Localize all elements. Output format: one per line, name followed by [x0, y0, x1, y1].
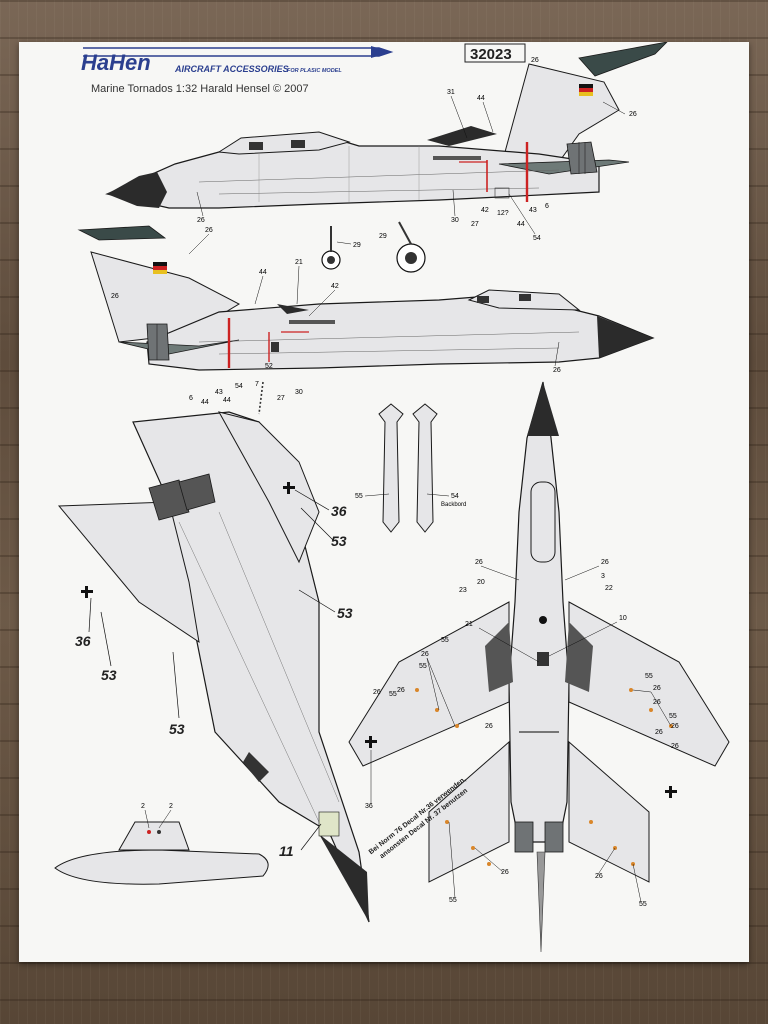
callout-number: 6 [545, 203, 549, 210]
product-number: 32023 [470, 46, 512, 63]
callout-number: 44 [477, 95, 485, 102]
sheet-subtitle: Marine Tornados 1:32 Harald Hensel © 200… [91, 83, 309, 95]
callout-number: 26 [655, 729, 663, 736]
callout-number: 26 [653, 685, 661, 692]
top-plan-view [348, 381, 730, 953]
callout-number: 26 [601, 559, 609, 566]
callout-number: 26 [475, 559, 483, 566]
landing-gear-detail: 29 29 [321, 221, 426, 273]
callout-number: 54 [451, 493, 459, 500]
callout-number: 10 [619, 615, 627, 622]
callout-number: 26 [111, 293, 119, 300]
decal-instruction-sheet: HaHen AIRCRAFT ACCESSORIES FOR PLASIC MO… [19, 42, 749, 962]
callout-number: 44 [223, 397, 231, 404]
callout-number: 54 [533, 235, 541, 242]
brand-header: HaHen AIRCRAFT ACCESSORIES FOR PLASIC MO… [81, 43, 526, 95]
callout-number: 20 [477, 579, 485, 586]
callout-number: 53 [337, 605, 353, 621]
side-view-left-callouts: 26 26 26 31 44 30 27 42 12? 43 6 44 54 [196, 57, 637, 242]
callout-number: 36 [365, 803, 373, 810]
callout-number: 53 [331, 533, 347, 549]
callout-number: 7 [255, 381, 259, 388]
callout-number: 26 [531, 57, 539, 64]
callout-number: 6 [189, 395, 193, 402]
callout-number: 43 [529, 207, 537, 214]
callout-number: 26 [553, 367, 561, 374]
iron-cross-icon [365, 736, 377, 748]
product-number-box [464, 43, 526, 63]
callout-number: 26 [501, 869, 509, 876]
brand-tagline: AIRCRAFT ACCESSORIES [174, 64, 289, 74]
callout-number: 55 [441, 637, 449, 644]
callout-number: 43 [215, 389, 223, 396]
callout-number: 26 [595, 873, 603, 880]
callout-number: 53 [101, 667, 117, 683]
callout-number: 55 [389, 691, 397, 698]
callout-number: 44 [201, 399, 209, 406]
callout-number: 42 [481, 207, 489, 214]
callout-number: 26 [485, 723, 493, 730]
side-view-right-callouts: 26 26 44 21 42 6 43 54 44 7 52 27 30 26 … [111, 227, 561, 406]
callout-number: 30 [295, 389, 303, 396]
callout-number: 55 [639, 901, 647, 908]
callout-number: 55 [669, 713, 677, 720]
callout-number: 30 [451, 217, 459, 224]
iron-cross-icon [81, 586, 93, 598]
brand-logo-text: HaHen [81, 50, 151, 75]
callout-number: 11 [279, 843, 294, 859]
callout-number: 21 [465, 621, 473, 628]
drop-tank-side-view: 2 2 [54, 803, 269, 885]
callout-number: 44 [517, 221, 525, 228]
callout-number: 3 [601, 573, 605, 580]
callout-number: 2 [141, 803, 145, 810]
callout-number: 52 [265, 363, 273, 370]
callout-number: 55 [355, 493, 363, 500]
brand-tagline-small: FOR PLASIC MODEL [287, 68, 342, 74]
callout-number: 26 [421, 651, 429, 658]
callout-number: 26 [629, 111, 637, 118]
callout-number: 36 [75, 633, 91, 649]
iron-cross-icon [283, 482, 295, 494]
callout-number: 2 [169, 803, 173, 810]
callout-number: 55 [419, 663, 427, 670]
callout-number: 54 [235, 383, 243, 390]
callout-number: 26 [373, 689, 381, 696]
callout-number: 22 [605, 585, 613, 592]
underside-callouts: 36 53 36 53 53 53 11 [75, 489, 353, 859]
callout-number: 26 [205, 227, 213, 234]
fuel-tank-pair: 55 54 Backbord [355, 403, 466, 533]
callout-number: 55 [449, 897, 457, 904]
callout-number: 21 [295, 259, 303, 266]
callout-number: 26 [671, 723, 679, 730]
callout-number: 12? [497, 210, 509, 217]
side-view-left-profile [105, 42, 668, 209]
top-view-callouts: 26 26 20 3 23 22 21 10 26 55 26 55 26 55… [365, 559, 679, 908]
callout-number: 31 [447, 89, 455, 96]
underside-plan-view [57, 411, 370, 923]
callout-number: 23 [459, 587, 467, 594]
sheet-drawing: HaHen AIRCRAFT ACCESSORIES FOR PLASIC MO… [54, 42, 730, 953]
callout-number: 55 [645, 673, 653, 680]
callout-number: 42 [331, 283, 339, 290]
callout-number: 26 [197, 217, 205, 224]
callout-number: 53 [169, 721, 185, 737]
callout-number: 26 [671, 743, 679, 750]
callout-number: 44 [259, 269, 267, 276]
callout-number: 36 [331, 503, 347, 519]
callout-number: 29 [379, 233, 387, 240]
callout-number: 29 [353, 242, 361, 249]
plane-arrow-icon [371, 46, 391, 58]
callout-number: 27 [277, 395, 285, 402]
callout-number: 26 [397, 687, 405, 694]
iron-cross-icon [665, 786, 677, 798]
callout-number: Backbord [441, 502, 466, 508]
side-view-right-profile [77, 225, 655, 415]
callout-number: 27 [471, 221, 479, 228]
